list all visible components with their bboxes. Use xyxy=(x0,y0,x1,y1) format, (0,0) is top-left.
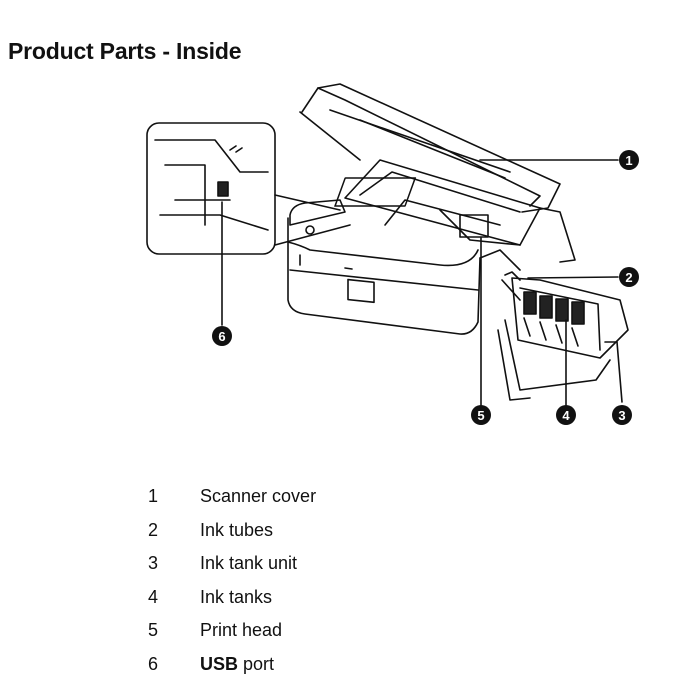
part-label-bold: USB xyxy=(200,653,239,674)
part-number: 3 xyxy=(148,553,159,574)
list-item: 4 Ink tanks xyxy=(148,587,316,621)
svg-text:3: 3 xyxy=(618,408,625,423)
part-label: Scanner cover xyxy=(200,486,317,506)
callout-1: 1 xyxy=(619,150,639,170)
scanner-cover xyxy=(299,83,561,213)
part-label: Print head xyxy=(200,620,283,641)
leader-lines xyxy=(221,159,623,406)
svg-text:6: 6 xyxy=(218,329,225,344)
list-item: 2 Ink tubes xyxy=(148,520,316,554)
part-label: Ink tank unit xyxy=(200,553,298,574)
callout-3: 3 xyxy=(612,405,632,425)
list-item: 1 Scanner cover xyxy=(148,486,316,520)
part-label: Ink tanks xyxy=(200,586,273,607)
part-label: USB port xyxy=(200,654,274,688)
part-label: Ink tubes xyxy=(200,519,274,540)
svg-text:1: 1 xyxy=(625,153,632,168)
part-number: 2 xyxy=(148,519,159,540)
inner-mechanism xyxy=(334,159,576,271)
part-number: 5 xyxy=(148,620,159,641)
svg-text:5: 5 xyxy=(477,408,484,423)
part-number: 6 xyxy=(148,653,159,674)
ink-tank-unit xyxy=(497,271,629,401)
callout-5: 5 xyxy=(471,405,491,425)
parts-list: 1 Scanner cover 2 Ink tubes 3 Ink tank u… xyxy=(148,486,316,688)
part-number: 1 xyxy=(148,486,159,506)
part-label-rest: port xyxy=(238,653,275,674)
svg-text:2: 2 xyxy=(625,270,632,285)
callout-6: 6 xyxy=(212,326,232,346)
printer-body xyxy=(287,199,481,335)
list-item: 6 USB port xyxy=(148,654,316,688)
list-item: 5 Print head xyxy=(148,620,316,654)
page-title: Product Parts - Inside xyxy=(8,38,242,64)
callout-2: 2 xyxy=(619,267,639,287)
list-item: 3 Ink tank unit xyxy=(148,553,316,587)
printer-diagram: 1 2 3 4 5 6 xyxy=(146,83,639,425)
callout-4: 4 xyxy=(556,405,576,425)
part-number: 4 xyxy=(148,586,159,607)
usb-port-inset xyxy=(146,122,276,255)
svg-text:4: 4 xyxy=(562,408,570,423)
